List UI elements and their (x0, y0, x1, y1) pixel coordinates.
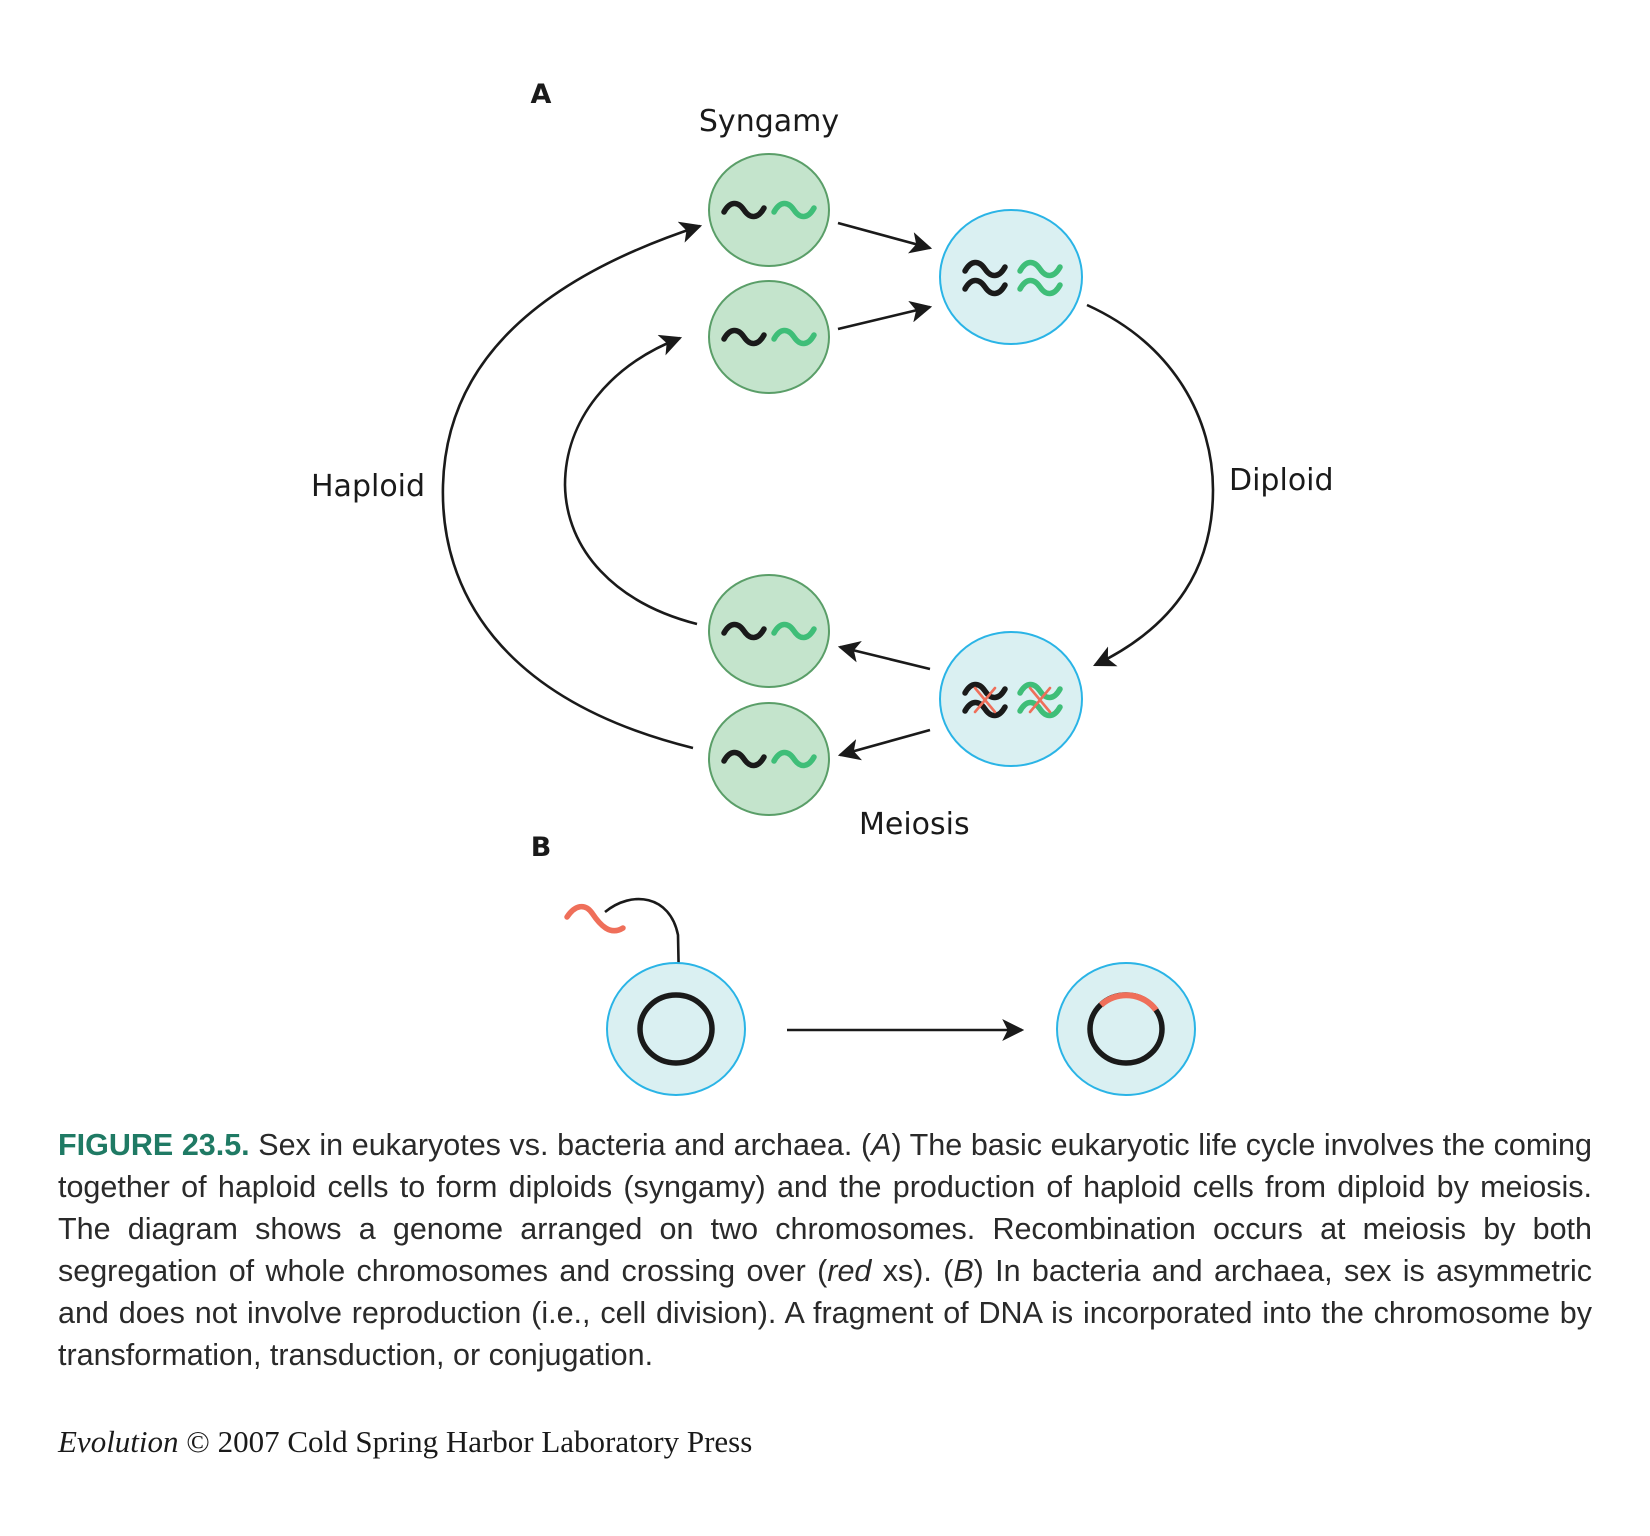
circular-chromosome-before (637, 992, 715, 1066)
haploid-outer-arrow (441, 221, 703, 750)
syngamy-arrow-bottom (837, 300, 933, 331)
figure-label: FIGURE 23.5. (58, 1128, 250, 1162)
bacterial-cell-before (606, 962, 746, 1096)
bacterial-cell-after (1056, 962, 1196, 1096)
diploid-label: Diploid (1229, 463, 1334, 498)
copyright-credit: Evolution © 2007 Cold Spring Harbor Labo… (58, 1424, 753, 1459)
haploid-label: Haploid (311, 469, 425, 504)
fragment-entry-arrow (604, 897, 690, 988)
haploid-cell-3 (708, 574, 830, 688)
diploid-arrow (1086, 303, 1215, 667)
haploid-cell-4 (708, 702, 830, 816)
haploid-inner-arrow (563, 334, 698, 626)
dna-fragment (564, 903, 626, 934)
diploid-cell-meiosis (939, 631, 1083, 767)
panel-a-letter: A (531, 79, 552, 110)
meiosis-arrow-bottom (837, 728, 931, 761)
meiosis-arrow-top (837, 641, 931, 671)
haploid-cell-1 (708, 153, 830, 267)
meiosis-label: Meiosis (859, 807, 970, 842)
haploid-cell-2 (708, 280, 830, 394)
figure-diagram: A Syngamy Haploid Diploid Meiosis (311, 79, 1334, 1096)
panel-b-letter: B (531, 832, 552, 863)
crossover-mark-2 (1028, 686, 1052, 714)
syngamy-arrow-top (837, 221, 933, 254)
crossover-mark-1 (973, 686, 997, 714)
incorporated-fragment (1098, 992, 1159, 1012)
diploid-cell-syngamy (939, 209, 1083, 345)
syngamy-label: Syngamy (699, 104, 839, 139)
figure-caption: FIGURE 23.5. Sex in eukaryotes vs. bacte… (58, 1128, 1592, 1372)
